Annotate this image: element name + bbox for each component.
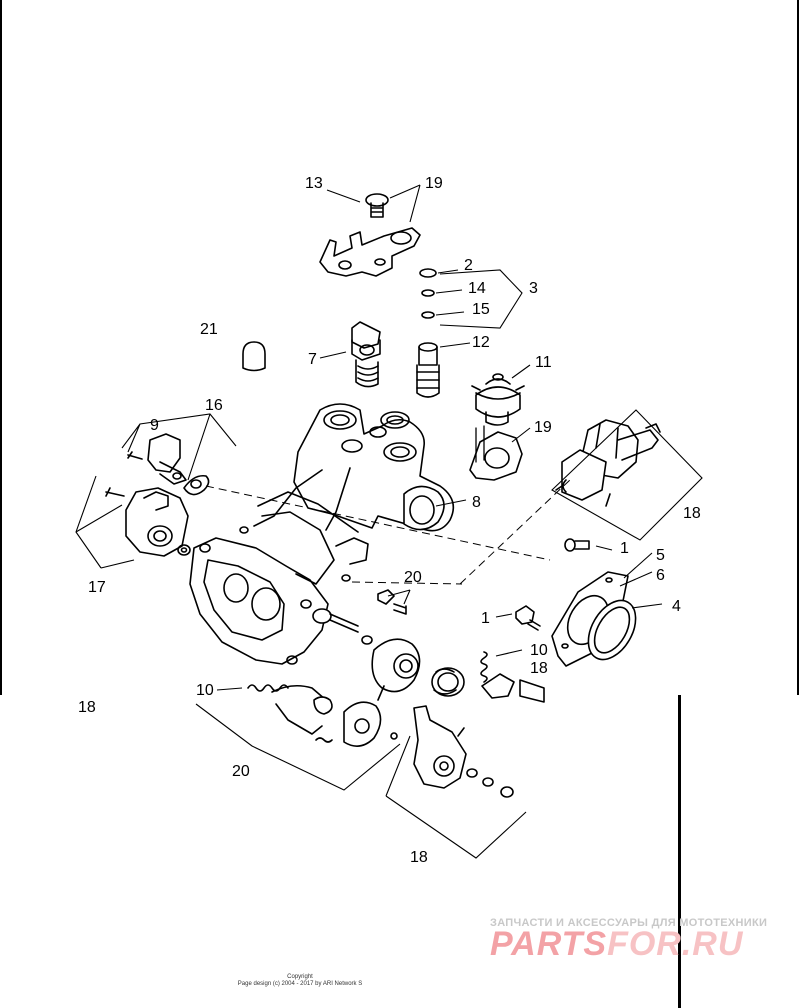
part-10-spring-left[interactable] <box>247 684 289 692</box>
watermark-logo-left: PARTS <box>490 925 608 963</box>
leader-15 <box>435 311 465 316</box>
leader-10-right <box>495 649 523 657</box>
part-21-cap[interactable] <box>242 341 266 372</box>
part-lower-lever[interactable] <box>413 705 467 789</box>
copyright-label: Copyright <box>287 974 313 980</box>
part-washer[interactable] <box>361 635 373 645</box>
leader-8 <box>435 499 467 507</box>
leader-6 <box>619 571 653 587</box>
callout-7: 7 <box>308 351 317 368</box>
part-17-tps-sensor[interactable] <box>105 487 191 557</box>
leader-1-top <box>595 545 613 551</box>
callout-6: 6 <box>656 567 665 584</box>
frame-right-border <box>797 0 799 695</box>
callout-17: 17 <box>88 579 106 596</box>
part-14-oring[interactable] <box>421 289 435 297</box>
leader-4 <box>631 603 663 609</box>
callout-4: 4 <box>672 598 681 615</box>
part-12-valve[interactable] <box>416 342 440 398</box>
bracket-3 <box>439 269 523 329</box>
part-15-oring[interactable] <box>421 311 435 319</box>
part-18-iac-motor[interactable] <box>555 419 661 507</box>
callout-12: 12 <box>472 334 490 351</box>
callout-5: 5 <box>656 547 665 564</box>
callout-18-mid: 18 <box>530 660 548 677</box>
part-1-screw-lower[interactable] <box>515 605 541 631</box>
part-2-oring[interactable] <box>419 268 437 278</box>
part-20-screw[interactable] <box>377 589 407 615</box>
leader-13 <box>326 189 361 203</box>
part-19-gasket[interactable] <box>469 425 523 481</box>
part-13-screw[interactable] <box>365 193 389 218</box>
watermark-logo: PARTSFOR.RU <box>490 925 790 964</box>
bracket-18-lower <box>385 735 527 859</box>
callout-20-top: 20 <box>404 569 422 586</box>
dashed-ref-line-3 <box>351 581 463 585</box>
part-7-injector[interactable] <box>351 321 381 388</box>
leader-19-top <box>389 184 421 223</box>
part-4-spacer[interactable] <box>579 592 646 667</box>
watermark-caption: ЗАПЧАСТИ И АКСЕССУАРЫ ДЛЯ МОТОТЕХНИКИ <box>490 917 768 929</box>
part-11-regulator[interactable] <box>471 373 525 426</box>
frame-left-border <box>0 0 2 695</box>
leader-14 <box>435 289 463 294</box>
callout-15: 15 <box>472 301 490 318</box>
bracket-20-lower <box>195 703 401 791</box>
part-throttle-body[interactable] <box>189 511 369 715</box>
callout-10-left: 10 <box>196 682 214 699</box>
part-return-spring[interactable] <box>431 667 465 697</box>
frame-cut-line <box>678 695 681 1008</box>
leader-7 <box>319 351 347 359</box>
callout-8: 8 <box>472 494 481 511</box>
leader-5 <box>623 552 653 579</box>
callout-10-right: 10 <box>530 642 548 659</box>
callout-14: 14 <box>468 280 486 297</box>
callout-19-top: 19 <box>425 175 443 192</box>
callout-18-left: 18 <box>78 699 96 716</box>
callout-3: 3 <box>529 280 538 297</box>
callout-18-lower: 18 <box>410 849 428 866</box>
leader-20-top <box>387 589 411 605</box>
callout-2: 2 <box>464 257 473 274</box>
watermark-logo-right: FOR.RU <box>607 925 744 963</box>
part-1-screw-upper[interactable] <box>564 538 590 552</box>
bracket-17 <box>75 475 135 569</box>
part-lower-housing[interactable] <box>275 701 398 747</box>
leader-2 <box>437 269 459 274</box>
dashed-ref-line-1 <box>205 485 551 561</box>
callout-19-right: 19 <box>534 419 552 436</box>
part-cable-bracket[interactable] <box>481 673 545 703</box>
callout-1-top: 1 <box>620 540 629 557</box>
leader-12 <box>439 342 471 348</box>
bracket-18-upper <box>551 409 703 541</box>
part-8-intake-manifold[interactable] <box>253 403 455 533</box>
callout-20-lower: 20 <box>232 763 250 780</box>
part-washer-b[interactable] <box>482 777 494 787</box>
callout-9: 9 <box>150 417 159 434</box>
part-throttle-pulley[interactable] <box>371 638 421 701</box>
part-nut[interactable] <box>500 786 514 798</box>
callout-11: 11 <box>535 354 552 371</box>
copyright-text: Page design (c) 2004 - 2017 by ARI Netwo… <box>237 981 363 987</box>
bracket-16 <box>121 413 237 481</box>
callout-16: 16 <box>205 397 223 414</box>
part-washer-a[interactable] <box>466 768 478 778</box>
leader-11 <box>511 364 531 379</box>
callout-13: 13 <box>305 175 323 192</box>
leader-19-right <box>511 427 531 443</box>
copyright-notice: Copyright Page design (c) 2004 - 2017 by… <box>190 974 410 988</box>
part-5-6-gasket[interactable] <box>551 571 629 667</box>
leader-10-left <box>216 687 243 691</box>
part-10-spring-right[interactable] <box>480 651 488 683</box>
part-9-sensor[interactable] <box>127 433 187 485</box>
callout-1-lower: 1 <box>481 610 490 627</box>
callout-18-upper: 18 <box>683 505 701 522</box>
part-19-bracket[interactable] <box>319 227 421 277</box>
callout-21: 21 <box>200 321 218 338</box>
part-16-gasket[interactable] <box>183 474 210 496</box>
leader-1-lower <box>495 613 513 618</box>
